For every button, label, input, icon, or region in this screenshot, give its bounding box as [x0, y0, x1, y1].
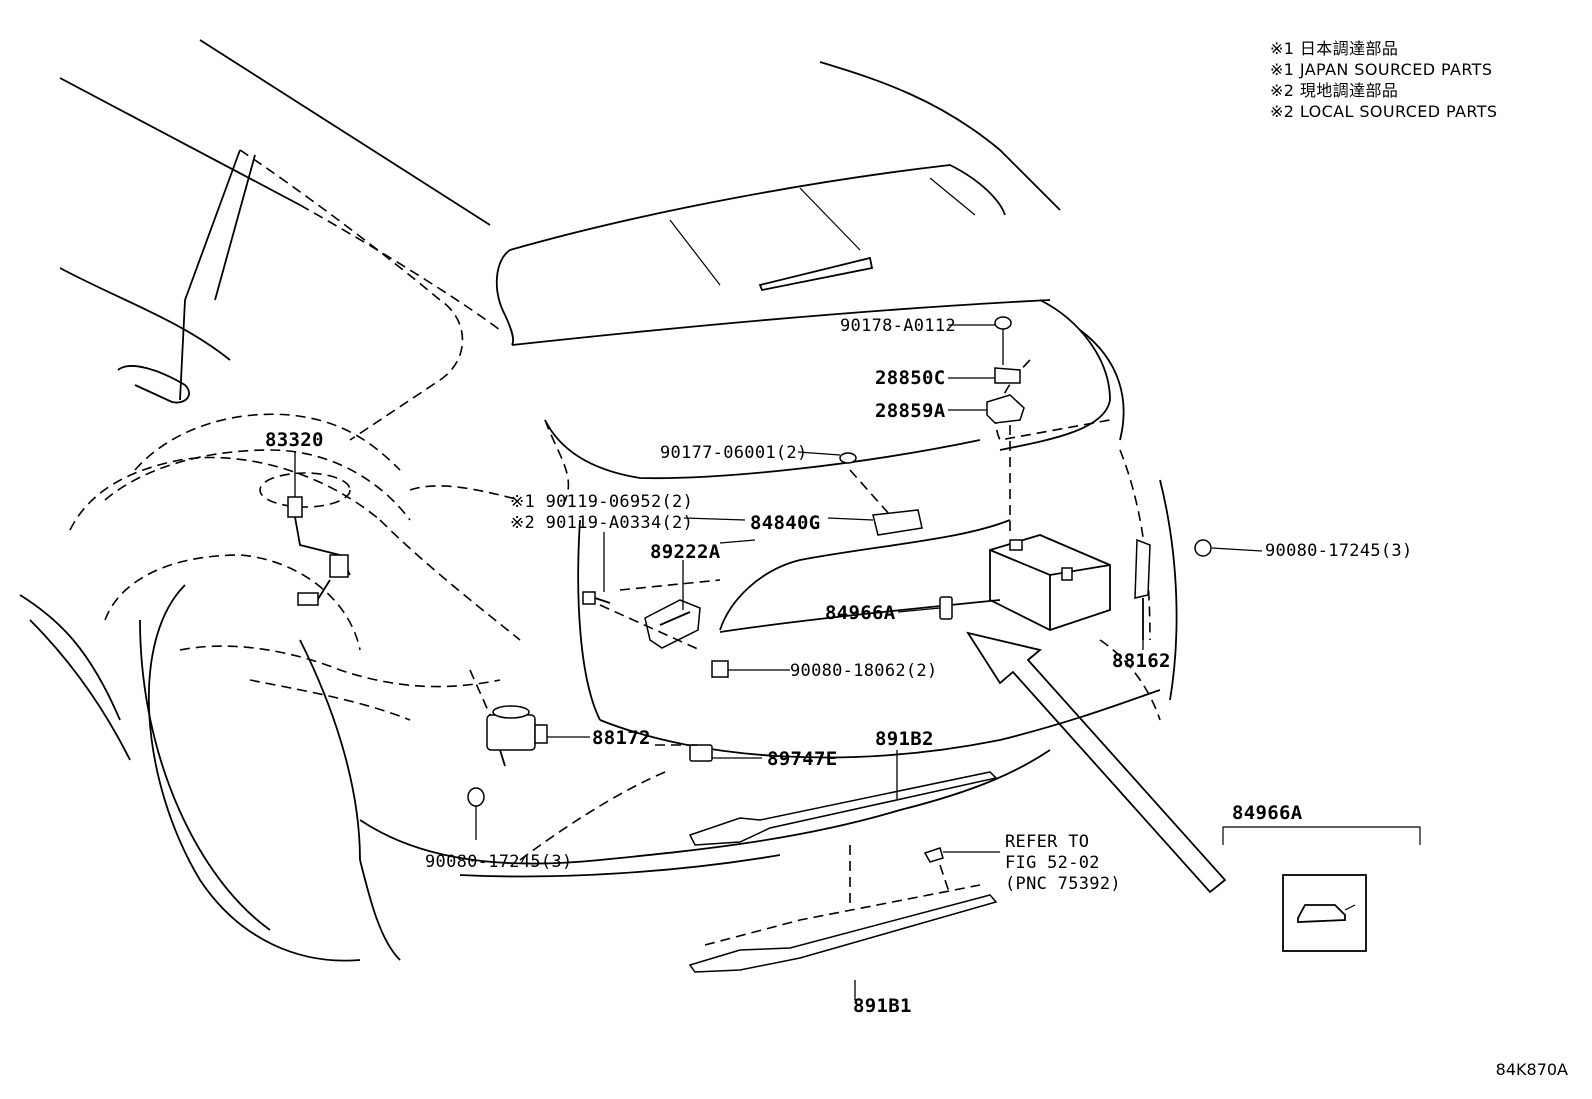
- note-line: ※2 LOCAL SOURCED PARTS: [1270, 102, 1498, 121]
- leader-lines: [294, 324, 1263, 1000]
- battery-region-icon: [989, 534, 1111, 631]
- bolt-90119-icon: [582, 591, 611, 605]
- label-28859a: 28859A: [875, 400, 946, 422]
- label-90119-a0334: ※2 90119-A0334(2): [510, 513, 693, 533]
- label-89747e: 89747E: [767, 748, 837, 770]
- sensor-88162-icon: [1134, 538, 1151, 640]
- part-83320-icon: [259, 472, 351, 606]
- clip-90177-icon: [839, 452, 857, 464]
- label-83320: 83320: [265, 429, 324, 451]
- label-90080-17245-right: 90080-17245(3): [1265, 541, 1413, 561]
- label-90080-17245-left: 90080-17245(3): [425, 852, 573, 872]
- label-891b2: 891B2: [875, 728, 934, 750]
- latch-parts-icon: [986, 316, 1025, 535]
- label-90080-18062: 90080-18062(2): [790, 661, 938, 681]
- clip-90080-17245-right-icon: [1194, 539, 1212, 557]
- clip-90080-18062-icon: [711, 660, 729, 678]
- harness-891b1-icon: [688, 864, 998, 973]
- ref-clip-icon: [923, 847, 944, 863]
- label-89222a: 89222A: [650, 541, 721, 563]
- label-88172: 88172: [592, 727, 651, 749]
- part-labels: 90178-A0112 28850C 28859A 90177-06001(2)…: [265, 316, 1413, 1017]
- sourcing-notes: ※1 日本調達部品 ※1 JAPAN SOURCED PARTS ※2 現地調達…: [1270, 38, 1497, 122]
- harness-891b2-icon: [688, 771, 998, 905]
- sensor-89747e-icon: [689, 744, 713, 762]
- label-84966a: 84966A: [825, 602, 896, 624]
- label-84840g: 84840G: [750, 512, 820, 534]
- switch-84840g-icon: [872, 509, 923, 536]
- label-90178-a0112: 90178-A0112: [840, 316, 956, 336]
- note-line: ※2 現地調達部品: [1270, 81, 1399, 100]
- vehicle-outline: [19, 39, 1178, 962]
- part-90080-17245-left-icon: [467, 787, 485, 840]
- label-inset-84966a: 84966A: [1232, 802, 1303, 824]
- label-refer-to: REFER TO: [1005, 832, 1089, 852]
- label-90119-06952: ※1 90119-06952(2): [510, 492, 693, 512]
- label-88162: 88162: [1112, 650, 1171, 672]
- note-line: ※1 JAPAN SOURCED PARTS: [1270, 60, 1493, 79]
- label-fig-ref: FIG 52-02: [1005, 853, 1100, 873]
- view-arrow-icon: [966, 631, 1227, 894]
- label-pnc-ref: (PNC 75392): [1005, 874, 1121, 894]
- label-28850c: 28850C: [875, 367, 945, 389]
- label-90177-06001: 90177-06001(2): [660, 443, 808, 463]
- plug-84966a-icon: [939, 596, 953, 620]
- figure-code: 84K870A: [1495, 1060, 1568, 1079]
- part-88172-icon: [486, 705, 548, 767]
- label-891b1: 891B1: [853, 995, 912, 1017]
- inset-84966a: [1222, 826, 1421, 952]
- bracket-89222a-icon: [644, 599, 701, 649]
- note-line: ※1 日本調達部品: [1270, 39, 1399, 58]
